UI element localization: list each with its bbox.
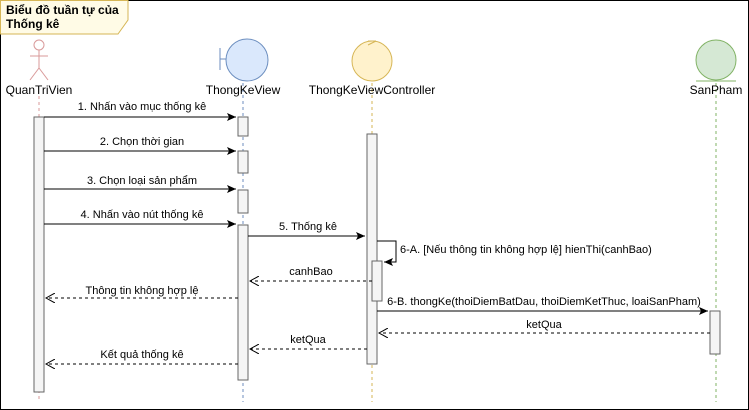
activation-view-4 <box>237 224 249 381</box>
message-label-result: Kết quả thống kê <box>100 349 183 361</box>
message-label-6b: 6-B. thongKe(thoiDiemBatDau, thoiDiemKet… <box>387 296 701 308</box>
activation-view-3 <box>237 189 249 214</box>
message-label-5: 5. Thống kê <box>279 221 337 233</box>
message-arrow-6a <box>377 240 397 266</box>
activation-view-1 <box>237 116 249 137</box>
activation-actor <box>33 116 45 393</box>
activation-view-2 <box>237 150 249 174</box>
participant-label-entity: SanPham <box>690 83 743 97</box>
activation-controller <box>366 133 378 365</box>
message-label-6a: 6-A. [Nếu thông tin không hợp lệ] hienTh… <box>400 244 652 256</box>
message-label-2: 2. Chọn thời gian <box>100 136 184 148</box>
participant-label-controller: ThongKeViewController <box>309 83 436 97</box>
message-label-invalid: Thông tin không hợp lệ <box>85 285 198 297</box>
message-label-ketqua-view: ketQua <box>290 334 326 346</box>
activation-controller-self <box>371 260 383 302</box>
participant-label-actor: QuanTriVien <box>6 83 73 97</box>
message-label-ketqua-entity: ketQua <box>526 319 562 331</box>
frame-title-line1: Biểu đồ tuần tự của <box>6 3 119 17</box>
message-label-1: 1. Nhấn vào mục thống kê <box>78 101 206 113</box>
participant-label-view: ThongKeView <box>206 83 281 97</box>
message-label-4: 4. Nhấn vào nút thống kê <box>81 209 204 221</box>
activation-entity <box>709 310 721 355</box>
message-label-canhbao: canhBao <box>289 266 332 278</box>
frame-title-tab <box>0 0 129 35</box>
control-icon <box>351 40 393 82</box>
entity-icon <box>695 39 737 82</box>
frame-title-line2: Thống kê <box>6 17 60 31</box>
message-label-3: 3. Chọn loại sản phẩm <box>87 175 197 187</box>
boundary-icon <box>219 38 269 82</box>
actor-icon <box>29 39 49 81</box>
